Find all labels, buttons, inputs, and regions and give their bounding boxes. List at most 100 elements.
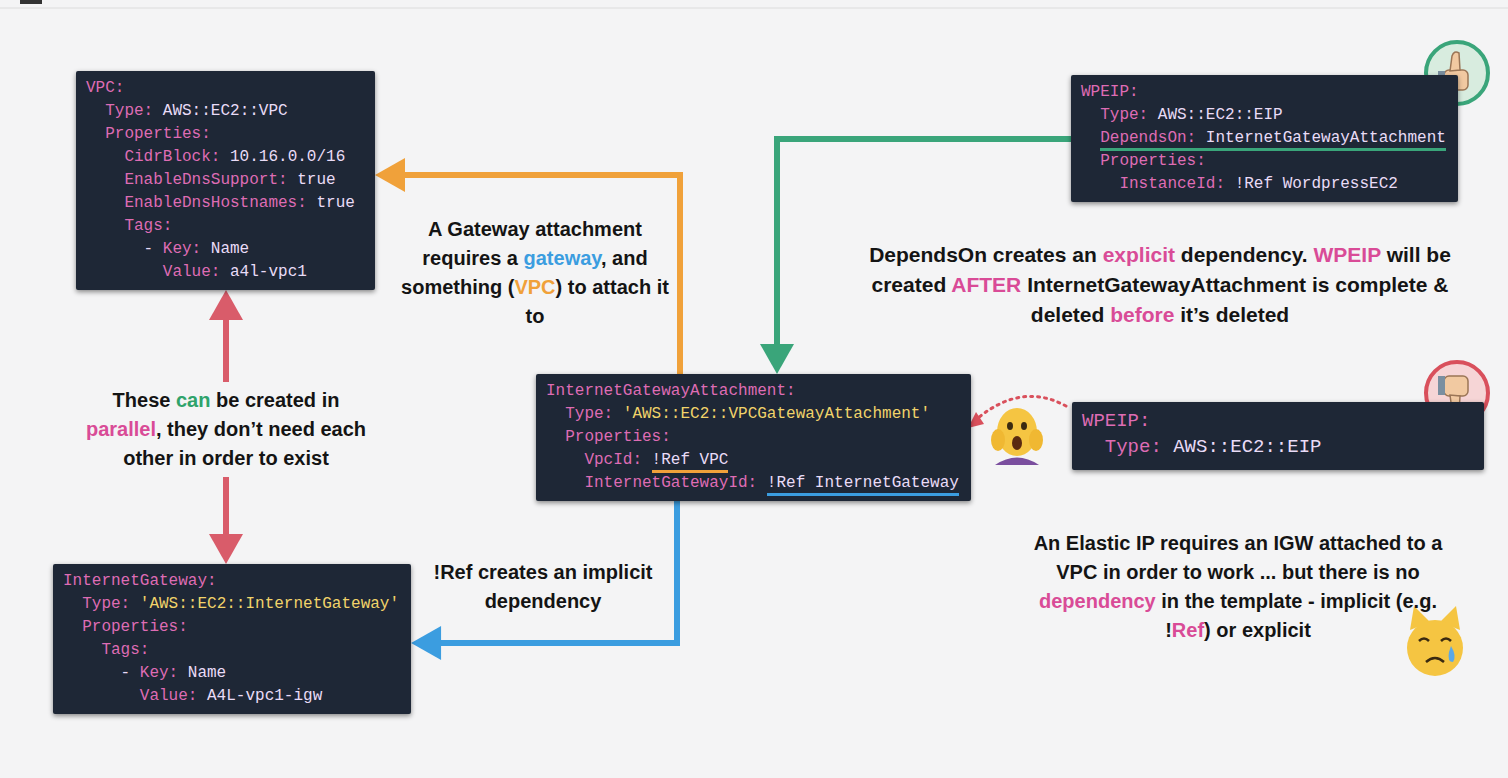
highlight-word: VPC xyxy=(514,276,555,298)
code-token: Properties: xyxy=(1100,152,1206,170)
code-token: InstanceId: xyxy=(1119,175,1225,193)
code-token xyxy=(201,240,211,258)
code-token: Value: xyxy=(140,687,198,705)
code-token xyxy=(153,102,163,120)
dotted-pointer xyxy=(968,396,1066,428)
highlight-word: Ref xyxy=(1172,619,1204,641)
code-line: Value: A4L-vpc1-igw xyxy=(63,685,399,708)
code-line: DependsOn: InternetGatewayAttachment xyxy=(1081,127,1446,150)
code-line: WPEIP: xyxy=(1082,408,1472,434)
code-line: VpcId: !Ref VPC xyxy=(546,449,959,472)
code-token xyxy=(1196,129,1206,147)
scared-face-icon xyxy=(991,408,1043,465)
top-rule xyxy=(0,8,1508,9)
note-label: An Elastic IP requires an IGW attached t… xyxy=(1030,529,1446,645)
edge-label: !Ref creates an implicit dependency xyxy=(427,558,659,616)
code-token: Name xyxy=(188,664,226,682)
code-line: Type: 'AWS::EC2::VPCGatewayAttachment' xyxy=(546,403,959,426)
code-line: InstanceId: !Ref WordpressEC2 xyxy=(1081,173,1446,196)
code-token: InternetGatewayId: xyxy=(584,474,757,492)
arrow-head xyxy=(209,290,243,320)
code-line: WPEIP: xyxy=(1081,81,1446,104)
crying-cat-icon xyxy=(1407,606,1463,676)
arrow-head xyxy=(375,158,405,192)
connector xyxy=(411,501,677,660)
code-token: EnableDnsHostnames: xyxy=(124,194,306,212)
code-token xyxy=(288,171,298,189)
highlight-word: WPEIP xyxy=(1314,243,1381,266)
code-token: Key: xyxy=(163,240,201,258)
code-token xyxy=(220,148,230,166)
highlight-word: dependency xyxy=(1039,590,1156,612)
code-token xyxy=(1148,106,1158,124)
connector-line xyxy=(403,175,680,374)
edge-label: A Gateway attachment requires a gateway,… xyxy=(399,215,671,331)
code-token xyxy=(220,263,230,281)
code-token xyxy=(613,405,623,423)
code-line: Properties: xyxy=(546,426,959,449)
code-token: AWS::EC2::VPC xyxy=(163,102,288,120)
code-token xyxy=(130,595,140,613)
code-box: VPC:Type: AWS::EC2::VPCProperties:CidrBl… xyxy=(76,71,375,290)
code-token: Type: xyxy=(1105,436,1162,458)
code-line: EnableDnsSupport: true xyxy=(86,169,363,192)
code-line: Type: 'AWS::EC2::InternetGateway' xyxy=(63,593,399,616)
code-token: !Ref InternetGateway xyxy=(767,474,959,496)
connector xyxy=(375,158,680,374)
code-line: Value: a4l-vpc1 xyxy=(86,261,363,284)
code-token: a4l-vpc1 xyxy=(230,263,307,281)
highlight-word: explicit xyxy=(1103,243,1175,266)
code-token: InternetGatewayAttachment: xyxy=(546,382,796,400)
code-box: InternetGatewayAttachment:Type: 'AWS::EC… xyxy=(536,374,971,501)
highlight-word: before xyxy=(1110,303,1174,326)
code-token xyxy=(307,194,317,212)
code-token: VPC: xyxy=(86,79,124,97)
code-token: DependsOn: xyxy=(1100,129,1196,147)
code-box: WPEIP:Type: AWS::EC2::EIPDependsOn: Inte… xyxy=(1071,75,1458,202)
code-token: AWS::EC2::EIP xyxy=(1158,106,1283,124)
highlight-word: AFTER xyxy=(951,273,1021,296)
code-token xyxy=(642,451,652,469)
code-box: InternetGateway:Type: 'AWS::EC2::Interne… xyxy=(53,564,411,714)
code-token: - xyxy=(121,664,140,682)
code-token xyxy=(1162,436,1173,458)
code-line: - Key: Name xyxy=(86,238,363,261)
code-token: Type: xyxy=(82,595,130,613)
highlight-word: parallel xyxy=(86,418,156,440)
top-mark xyxy=(20,0,42,4)
code-token: AWS::EC2::EIP xyxy=(1173,436,1321,458)
code-line: InternetGateway: xyxy=(63,570,399,593)
code-token: CidrBlock: xyxy=(124,148,220,166)
code-line: Properties: xyxy=(1081,150,1446,173)
code-line: Tags: xyxy=(63,639,399,662)
arrow-head xyxy=(411,626,441,660)
code-token: 10.16.0.0/16 xyxy=(230,148,345,166)
code-token xyxy=(197,687,207,705)
underline-mark: DependsOn: InternetGatewayAttachment xyxy=(1100,129,1446,151)
code-token xyxy=(757,474,767,492)
arrow-head xyxy=(209,534,243,564)
code-line: Type: AWS::EC2::VPC xyxy=(86,100,363,123)
code-token: - xyxy=(144,240,163,258)
code-token: Properties: xyxy=(105,125,211,143)
code-token: Key: xyxy=(140,664,178,682)
code-line: Properties: xyxy=(63,616,399,639)
code-token: 'AWS::EC2::InternetGateway' xyxy=(140,595,399,613)
code-line: Type: AWS::EC2::EIP xyxy=(1081,104,1446,127)
code-token: Type: xyxy=(105,102,153,120)
code-token: A4L-vpc1-igw xyxy=(207,687,322,705)
code-token: Properties: xyxy=(82,618,188,636)
code-token: Properties: xyxy=(565,428,671,446)
connector-line xyxy=(777,139,1071,346)
code-line: VPC: xyxy=(86,77,363,100)
code-token: InternetGateway: xyxy=(63,572,217,590)
code-line: Type: AWS::EC2::EIP xyxy=(1082,434,1472,460)
code-token: Name xyxy=(211,240,249,258)
code-token: Type: xyxy=(565,405,613,423)
code-token: WPEIP: xyxy=(1082,410,1150,432)
code-token: EnableDnsSupport: xyxy=(124,171,287,189)
code-token: true xyxy=(316,194,354,212)
code-token: !Ref VPC xyxy=(652,451,729,473)
code-token xyxy=(1225,175,1235,193)
